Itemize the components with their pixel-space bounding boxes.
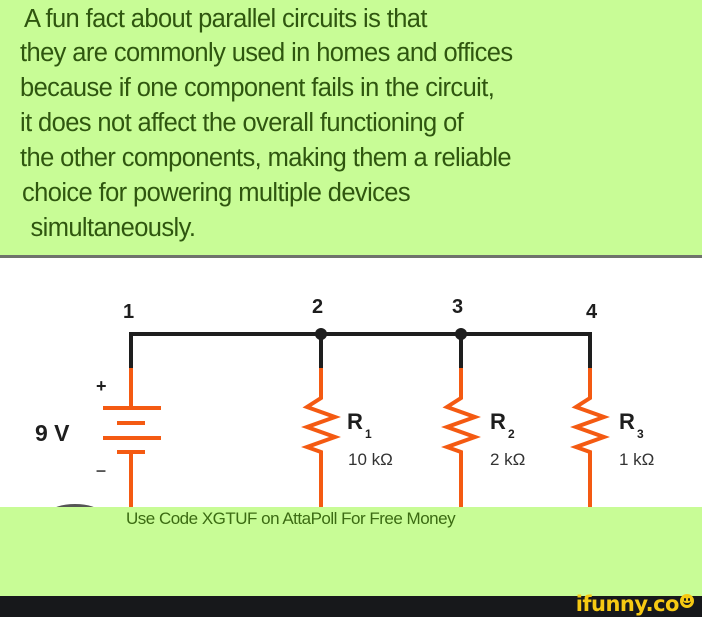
svg-text:1: 1 xyxy=(365,427,372,441)
node-label-2: 2 xyxy=(312,296,323,318)
node-label-3: 3 xyxy=(452,296,463,318)
node-label-4: 4 xyxy=(586,301,598,323)
caption-panel: A fun fact about parallel circuits is th… xyxy=(0,0,702,255)
resistor-label-r2: R 2 2 kΩ xyxy=(490,409,525,469)
circuit-diagram: 1 2 3 4 + – 9 V R 1 10 xyxy=(0,258,702,508)
promo-banner: Use Code XGTUF on AttaPoll For Free Mone… xyxy=(0,507,702,596)
caption-line: because if one component fails in the ci… xyxy=(20,74,495,102)
resistor-icon xyxy=(301,368,341,508)
svg-text:R: R xyxy=(619,409,635,434)
svg-text:10 kΩ: 10 kΩ xyxy=(348,450,393,469)
svg-text:2: 2 xyxy=(508,427,515,441)
junction-node-3 xyxy=(455,328,467,340)
svg-text:1 kΩ: 1 kΩ xyxy=(619,450,654,469)
footer-bar: ifunny.co xyxy=(0,592,702,617)
battery-plus-label: + xyxy=(96,376,107,396)
svg-text:R: R xyxy=(490,409,506,434)
resistor-icon xyxy=(570,368,610,508)
battery-icon xyxy=(103,368,161,508)
smiley-icon xyxy=(680,594,694,608)
svg-text:R: R xyxy=(347,409,363,434)
ifunny-logo[interactable]: ifunny.co xyxy=(576,592,694,616)
caption-line: they are commonly used in homes and offi… xyxy=(20,39,513,67)
caption-line: it does not affect the overall functioni… xyxy=(20,109,464,137)
caption-line: A fun fact about parallel circuits is th… xyxy=(24,5,427,33)
resistor-label-r1: R 1 10 kΩ xyxy=(347,409,393,469)
promo-text: Use Code XGTUF on AttaPoll For Free Mone… xyxy=(126,509,456,528)
caption-line: the other components, making them a reli… xyxy=(20,144,512,172)
caption-line: simultaneously. xyxy=(24,214,196,242)
resistor-label-r3: R 3 1 kΩ xyxy=(619,409,654,469)
wire-top xyxy=(129,332,592,368)
battery-minus-label: – xyxy=(96,460,106,480)
svg-text:3: 3 xyxy=(637,427,644,441)
logo-text: ifunny.co xyxy=(575,592,680,616)
caption-line: choice for powering multiple devices xyxy=(22,179,411,207)
junction-node-2 xyxy=(315,328,327,340)
divider xyxy=(0,255,702,258)
svg-text:2 kΩ: 2 kΩ xyxy=(490,450,525,469)
node-label-1: 1 xyxy=(123,301,134,323)
resistor-icon xyxy=(441,368,481,508)
voltage-label: 9 V xyxy=(35,420,70,446)
